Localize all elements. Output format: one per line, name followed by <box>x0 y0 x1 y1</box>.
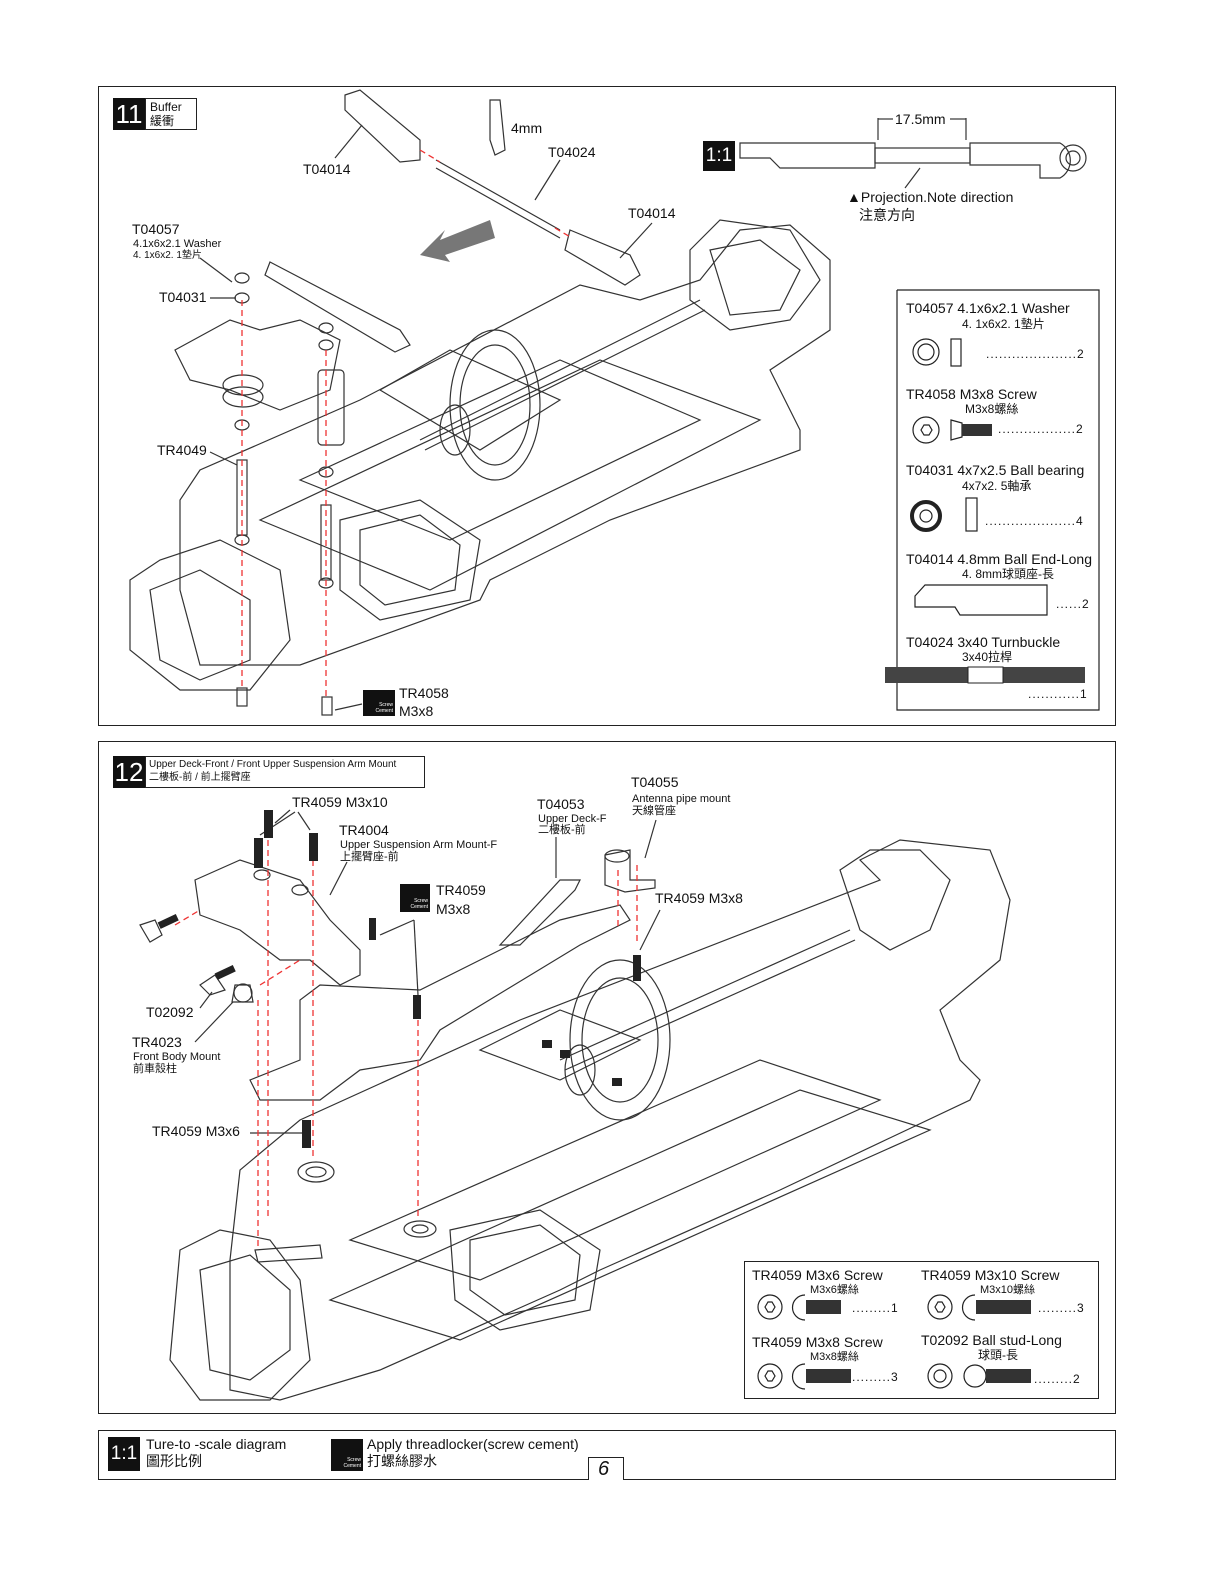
label-t04053: T04053 <box>537 796 585 812</box>
part-m3x10-name: TR4059 M3x10 Screw <box>921 1267 1060 1283</box>
cement-icon-text1: Screw <box>379 702 393 708</box>
label-tr4059-m3x8: TR4059 M3x8 <box>655 890 743 906</box>
label-t04055-zh: 天線管座 <box>632 805 676 817</box>
label-tr4049: TR4049 <box>157 442 207 458</box>
part-m3x8-zh: M3x8螺絲 <box>810 1351 859 1363</box>
legend-scale-symbol: 1:1 <box>108 1437 140 1471</box>
legend-cement-icon-text2: Cement <box>343 1463 361 1469</box>
legend-cement-zh: 打螺絲膠水 <box>367 1453 437 1469</box>
part-t04014-zh: 4. 8mm球頭座-長 <box>962 567 1055 581</box>
label-tr4004-en: Upper Suspension Arm Mount-F <box>340 839 498 851</box>
label-t04057-zh: 4. 1x6x2. 1墊片 <box>133 250 202 261</box>
label-t04057: T04057 <box>132 221 180 237</box>
part-t04057-name: T04057 4.1x6x2.1 Washer <box>906 300 1070 316</box>
label-tr4023-en: Front Body Mount <box>133 1051 221 1063</box>
label-tr4059-m3x10: TR4059 M3x10 <box>292 794 388 810</box>
step11-number: 11 <box>113 98 145 130</box>
label-t04057-en: 4.1x6x2.1 Washer <box>133 238 222 250</box>
part-t02092-zh: 球頭-長 <box>978 1348 1018 1362</box>
label-tr4023: TR4023 <box>132 1034 182 1050</box>
label-tr4059-m3x6: TR4059 M3x6 <box>152 1123 240 1139</box>
step11-frame <box>98 86 1116 726</box>
screw-cement-icon: Screw Cement <box>363 690 395 716</box>
label-t04053-en: Upper Deck-F <box>538 813 607 825</box>
part-m3x6-qty: .........1 <box>852 1301 899 1315</box>
part-t04031-qty: .....................4 <box>985 514 1084 528</box>
projection-note-en: ▲Projection.Note direction <box>847 189 1014 205</box>
label-t04053-zh: 二樓板-前 <box>538 824 586 836</box>
legend-scale-zh: 圖形比例 <box>146 1453 202 1469</box>
label-tr4004-zh: 上擺臂座-前 <box>340 851 399 863</box>
step11-title-zh: 緩衝 <box>150 114 175 128</box>
part-t04031-name: T04031 4x7x2.5 Ball bearing <box>906 462 1085 478</box>
part-m3x6-zh: M3x6螺絲 <box>810 1284 859 1296</box>
part-t04014-qty: ......2 <box>1056 597 1090 611</box>
label-t04024: T04024 <box>548 144 596 160</box>
part-m3x8-name: TR4059 M3x8 Screw <box>752 1334 883 1350</box>
part-t02092-name: T02092 Ball stud-Long <box>921 1332 1062 1348</box>
label-tr4023-zh: 前車殼柱 <box>133 1063 177 1075</box>
part-m3x10-zh: M3x10螺絲 <box>980 1284 1036 1296</box>
part-t04014-name: T04014 4.8mm Ball End-Long <box>906 551 1092 567</box>
label-t04014-a: T04014 <box>303 161 351 177</box>
step12-title-box <box>145 756 425 788</box>
legend-cement-en: Apply threadlocker(screw cement) <box>367 1436 579 1452</box>
label-t04014-b: T04014 <box>628 205 676 221</box>
label-t04055: T04055 <box>631 774 679 790</box>
part-t02092-qty: .........2 <box>1034 1372 1081 1386</box>
part-m3x10-qty: .........3 <box>1038 1301 1085 1315</box>
label-tr4059-c: TR4059 <box>436 882 486 898</box>
step12-title-zh: 二樓板-前 / 前上擺臂座 <box>149 772 251 783</box>
part-tr4058-name: TR4058 M3x8 Screw <box>906 386 1037 402</box>
legend-scale-en: Ture-to -scale diagram <box>146 1436 287 1452</box>
label-tr4059-c-size: M3x8 <box>436 901 471 917</box>
label-t04031: T04031 <box>159 289 207 305</box>
cement-icon-2-text2: Cement <box>410 904 428 910</box>
part-m3x8-qty: .........3 <box>852 1370 899 1384</box>
step12-frame <box>98 741 1116 1414</box>
projection-note-zh: 注意方向 <box>859 207 915 223</box>
page-number-box <box>588 1457 624 1480</box>
part-t04024-qty: ............1 <box>1028 687 1088 701</box>
part-t04024-name: T04024 3x40 Turnbuckle <box>906 634 1061 650</box>
scale-dimension: 17.5mm <box>895 111 946 127</box>
part-t04057-zh: 4. 1x6x2. 1墊片 <box>962 317 1045 331</box>
label-tr4004: TR4004 <box>339 822 389 838</box>
part-t04031-zh: 4x7x2. 5軸承 <box>962 479 1032 493</box>
step11-title-en: Buffer <box>150 100 182 114</box>
screw-cement-icon-2: Screw Cement <box>400 884 430 912</box>
part-t04024-zh: 3x40拉桿 <box>962 650 1013 664</box>
step12-number: 12 <box>113 756 145 788</box>
part-tr4058-qty: ..................2 <box>998 422 1084 436</box>
part-tr4058-zh: M3x8螺絲 <box>965 402 1019 416</box>
cement-icon-2-text1: Screw <box>414 898 428 904</box>
step11-title-box <box>145 98 197 130</box>
part-t04057-qty: .....................2 <box>986 347 1085 361</box>
step11-scale-symbol: 1:1 <box>703 141 735 171</box>
label-t04055-en: Antenna pipe mount <box>632 793 731 805</box>
label-4mm: 4mm <box>511 120 543 136</box>
part-m3x6-name: TR4059 M3x6 Screw <box>752 1267 883 1283</box>
cement-icon-text2: Cement <box>375 708 393 714</box>
label-t02092: T02092 <box>146 1004 194 1020</box>
page-number: 6 <box>598 1458 610 1480</box>
label-tr4058: TR4058 <box>399 685 449 701</box>
step12-parts-box <box>744 1261 1099 1399</box>
legend-cement-icon: Screw Cement <box>331 1439 363 1471</box>
legend-cement-icon-text1: Screw <box>347 1457 361 1463</box>
label-tr4058-size: M3x8 <box>399 703 434 719</box>
step12-title-en: Upper Deck-Front / Front Upper Suspensio… <box>149 759 397 770</box>
